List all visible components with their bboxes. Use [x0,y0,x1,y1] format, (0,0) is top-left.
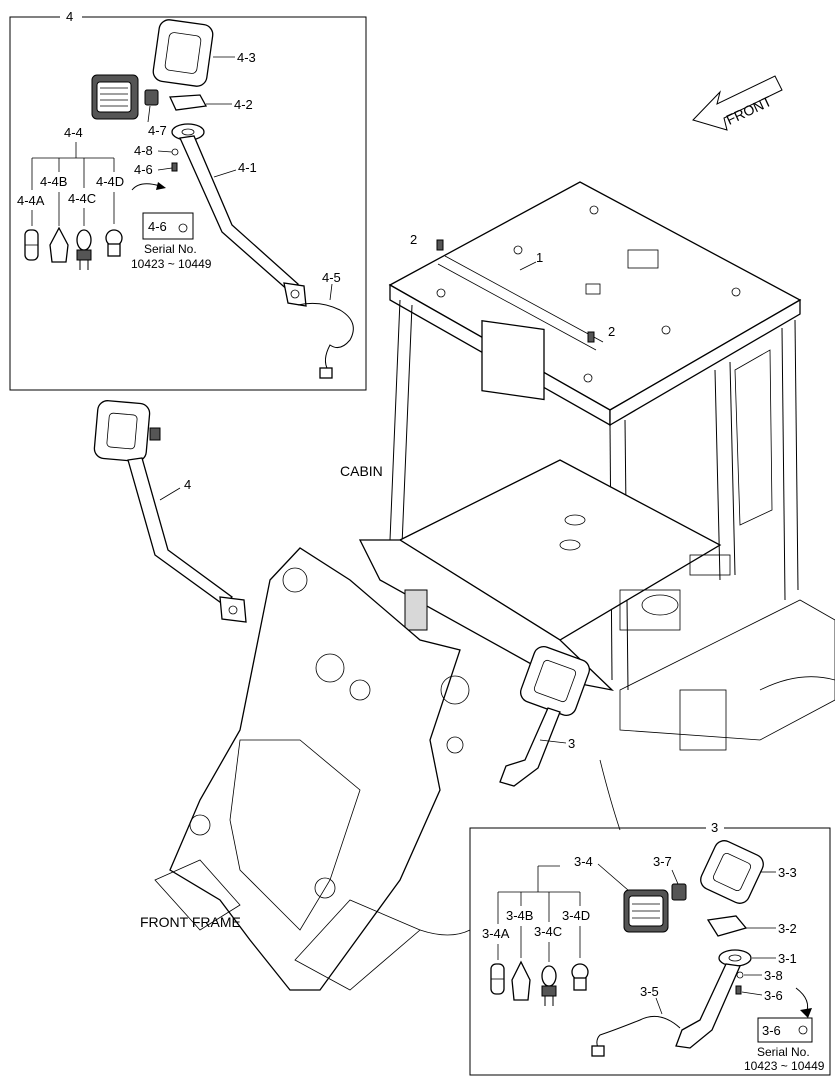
harness-3-5 [596,1015,681,1049]
front-direction-arrow: FRONT [692,75,783,131]
serial-note-4-range: 10423 ~ 10449 [131,257,212,271]
lamp-pole-3 [675,963,741,1049]
serial-note-3-part: 3-6 [762,1023,781,1038]
detail-box-3: 3 3-3 3-4 3-7 3-2 3-1 3-8 [469,819,831,1076]
front-frame-body [169,547,461,991]
callout-4-4A: 4-4A [17,193,45,208]
callout-3-3: 3-3 [778,865,797,880]
detail-box-3-title: 3 [711,820,718,835]
front-frame-assembly: FRONT FRAME [140,547,471,991]
serial-note-3-label: Serial No. [757,1045,810,1059]
callout-main-1: 1 [536,250,543,265]
callout-4-3: 4-3 [237,50,256,65]
plate-3-2 [706,915,748,937]
cabin-label: CABIN [340,463,383,479]
detail-box-4-title: 4 [66,9,73,24]
callout-main-4: 4 [184,477,191,492]
callout-4-1: 4-1 [238,160,257,175]
callout-4-4B: 4-4B [40,174,67,189]
front-arrow-label: FRONT [724,93,775,128]
roof-plate-1 [481,319,545,401]
serial-note-4-box [142,212,194,240]
harness-4-5 [297,302,354,371]
serial-note-3-range: 10423 ~ 10449 [744,1059,825,1073]
bulb-4-4C [76,229,92,270]
switch-4-7 [144,89,159,106]
callout-3-4A: 3-4A [482,926,510,941]
callout-4-2: 4-2 [234,97,253,112]
bulb-3-4C [541,965,557,1006]
callout-3-1: 3-1 [778,951,797,966]
callout-4-4D: 4-4D [96,174,124,189]
front-frame-label: FRONT FRAME [140,914,241,930]
serial-note-4-part: 4-6 [148,219,167,234]
callout-3-5: 3-5 [640,984,659,999]
cabin-assembly: 2 2 1 CABIN [340,181,835,831]
lamp-bracket-3-3 [700,840,764,904]
detail-box-3-frame [469,827,831,1076]
main-lamp-3: 3 [499,645,591,787]
cabin-roof [388,181,802,411]
lamp-bracket-4-3 [152,19,214,87]
detail-box-4-frame [9,16,367,391]
bulb-4-4A [24,229,39,261]
lamp-pole-4-1 [179,135,299,293]
callout-3-8: 3-8 [764,968,783,983]
main-lamp-4: 4 [93,400,247,623]
serial-note-3-box [757,1017,813,1043]
callout-4-7: 4-7 [148,123,167,138]
callout-3-4D: 3-4D [562,908,590,923]
bulb-3-4D [571,963,589,991]
callout-3-6: 3-6 [764,988,783,1003]
callout-4-6: 4-6 [134,162,153,177]
callout-3-4B: 3-4B [506,908,533,923]
work-lamp-4-4 [91,74,139,120]
detail-box-4: 4 4-3 4-2 4-4 4-7 [9,9,367,391]
serial-note-4-label: Serial No. [144,242,197,256]
pole-flange-3-1 [718,949,752,967]
callout-main-2b: 2 [608,324,615,339]
callout-main-2a: 2 [410,232,417,247]
callout-4-4C: 4-4C [68,191,96,206]
callout-3-4C: 3-4C [534,924,562,939]
plate-4-2 [169,94,208,111]
bulb-4-4B [49,226,69,263]
callout-3-4: 3-4 [574,854,593,869]
work-lamp-3-4 [623,889,669,933]
callout-main-3: 3 [568,736,575,751]
bulb-3-4A [490,963,505,995]
pole-base-flange [283,282,307,307]
callout-4-8: 4-8 [134,143,153,158]
bulb-4-4D [105,229,123,257]
callout-4-4: 4-4 [64,125,83,140]
callout-3-2: 3-2 [778,921,797,936]
switch-3-7 [671,883,687,901]
bulb-3-4B [511,960,531,1001]
callout-3-7: 3-7 [653,854,672,869]
callout-4-5: 4-5 [322,270,341,285]
